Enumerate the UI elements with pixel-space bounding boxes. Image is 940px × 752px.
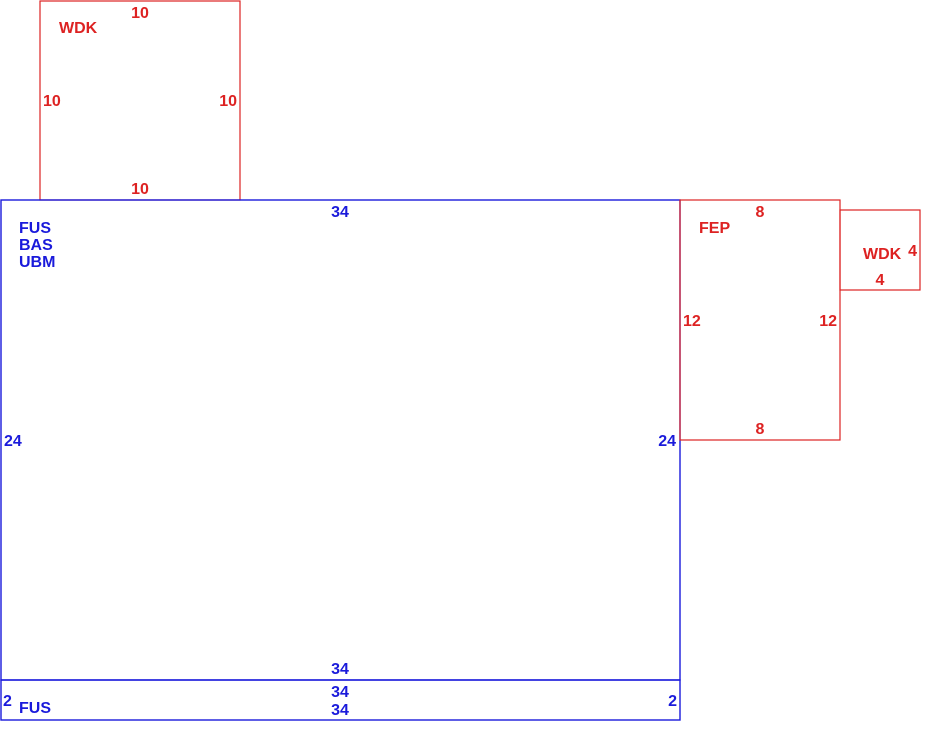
fep-dim-bottom: 8 — [756, 421, 765, 438]
wdk-top-dim-top: 10 — [131, 5, 149, 22]
main-dim-bottom: 34 — [331, 661, 349, 678]
fep-dim-left: 12 — [683, 313, 701, 330]
wdk-top-code-label: WDK — [59, 20, 98, 37]
main-dim-right: 24 — [658, 433, 676, 450]
main-dim-top: 34 — [331, 204, 349, 221]
fus-strip-dim-left: 2 — [3, 693, 12, 710]
wdk-right-dim-bottom: 4 — [876, 272, 885, 289]
fep-area[interactable] — [679, 199, 841, 441]
wdk-right-code-label: WDK — [863, 246, 902, 263]
fus-strip-area[interactable] — [0, 679, 681, 721]
fus-strip-dim-top: 34 — [331, 684, 349, 701]
wdk-top-dim-left: 10 — [43, 93, 61, 110]
wdk-top-dim-bottom: 10 — [131, 181, 149, 198]
wdk-right-dim-right: 4 — [908, 243, 917, 260]
fep-dim-right: 12 — [819, 313, 837, 330]
wdk-right-area[interactable] — [839, 209, 921, 291]
main-code-fus: FUS — [19, 220, 51, 237]
main-code-ubm: UBM — [19, 254, 55, 271]
fus-strip-dim-bottom: 34 — [331, 702, 349, 719]
main-area[interactable] — [0, 199, 681, 681]
wdk-top-dim-right: 10 — [219, 93, 237, 110]
fep-dim-top: 8 — [756, 204, 765, 221]
fus-strip-dim-right: 2 — [668, 693, 677, 710]
fep-code-label: FEP — [699, 220, 730, 237]
main-dim-left: 24 — [4, 433, 22, 450]
main-code-bas: BAS — [19, 237, 53, 254]
fus-strip-code-label: FUS — [19, 700, 51, 717]
